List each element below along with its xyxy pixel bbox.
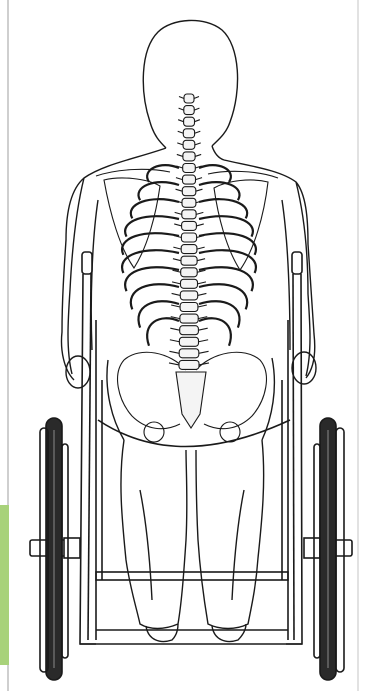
- vertebra: [181, 279, 198, 288]
- vertebra: [182, 198, 196, 207]
- vertebra: [180, 291, 197, 300]
- vertebra: [181, 245, 197, 254]
- vertebra: [179, 337, 198, 346]
- vertebra: [181, 233, 196, 242]
- vertebra: [182, 210, 196, 219]
- vertebra: [180, 326, 199, 335]
- right-axle-hub: [304, 538, 320, 558]
- vertebra: [184, 106, 194, 115]
- vertebra: [183, 175, 196, 184]
- vertebra: [182, 187, 196, 196]
- vertebra: [179, 360, 199, 369]
- vertebra: [179, 349, 199, 358]
- vertebra: [183, 140, 195, 149]
- left-axle-hub: [64, 538, 80, 558]
- right-frame-upright-inner: [293, 274, 294, 640]
- vertebra: [183, 152, 195, 161]
- vertebra: [182, 221, 197, 230]
- vertebra: [181, 268, 198, 277]
- vertebra: [183, 129, 194, 138]
- vertebra: [181, 256, 197, 265]
- green-tab: [0, 505, 9, 665]
- vertebra: [184, 94, 194, 103]
- vertebra: [184, 117, 195, 126]
- vertebra: [180, 303, 198, 312]
- vertebra: [183, 164, 196, 173]
- vertebra: [180, 314, 198, 323]
